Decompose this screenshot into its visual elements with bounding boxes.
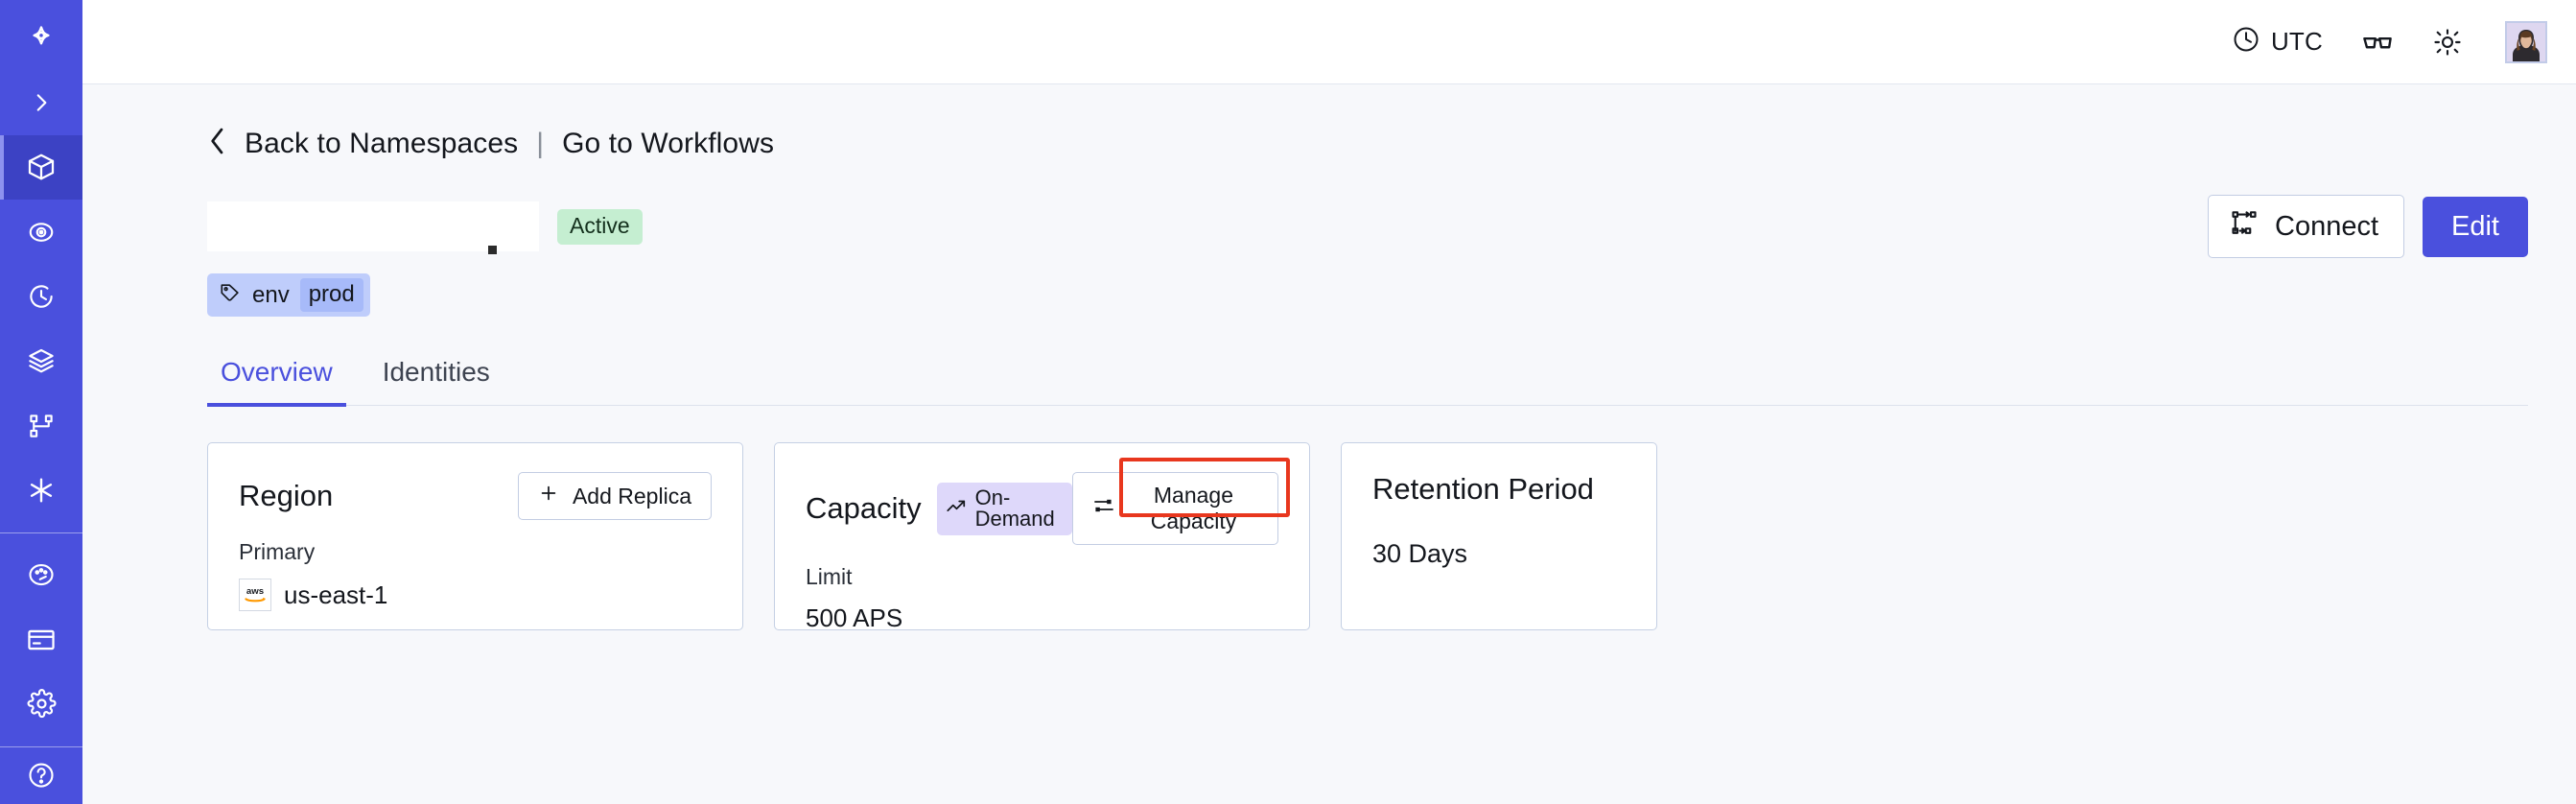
sidebar-item-history[interactable] bbox=[0, 264, 82, 328]
chevron-left-icon[interactable] bbox=[207, 126, 228, 161]
sidebar-item-help[interactable] bbox=[0, 747, 82, 804]
logo-icon[interactable] bbox=[0, 0, 82, 70]
glasses-icon[interactable] bbox=[2361, 26, 2394, 59]
add-replica-button[interactable]: Add Replica bbox=[517, 472, 712, 520]
edit-button[interactable]: Edit bbox=[2423, 196, 2528, 257]
timezone-label: UTC bbox=[2270, 27, 2323, 56]
tag-list: env prod bbox=[207, 273, 2528, 317]
sidebar-item-integrations[interactable] bbox=[0, 458, 82, 522]
tag-chip-env[interactable]: env prod bbox=[207, 273, 370, 317]
capacity-card: Capacity On-Demand bbox=[774, 442, 1310, 632]
breadcrumb: Back to Namespaces | Go to Workflows bbox=[207, 126, 2528, 161]
top-bar: UTC bbox=[82, 0, 2576, 84]
main-area: UTC bbox=[82, 0, 2576, 804]
capacity-card-header: Capacity On-Demand bbox=[806, 472, 1278, 545]
region-value: us-east-1 bbox=[284, 579, 388, 609]
connect-button[interactable]: Connect bbox=[2208, 195, 2405, 258]
capacity-value: 500 APS bbox=[806, 603, 903, 632]
namespace-name bbox=[207, 201, 539, 251]
manage-capacity-label: Manage Capacity bbox=[1150, 483, 1237, 533]
region-primary-label: Primary bbox=[239, 539, 316, 564]
avatar[interactable] bbox=[2505, 20, 2547, 63]
overview-cards: Region Add Replica Primary bbox=[207, 442, 2528, 632]
tag-value: prod bbox=[299, 278, 363, 312]
sidebar-item-settings[interactable] bbox=[0, 672, 82, 736]
timezone-selector[interactable]: UTC bbox=[2232, 25, 2323, 59]
tab-identities[interactable]: Identities bbox=[382, 357, 490, 387]
expand-icon[interactable] bbox=[0, 70, 82, 134]
capacity-card-title: Capacity bbox=[806, 491, 922, 525]
go-to-workflows-link[interactable]: Go to Workflows bbox=[562, 127, 775, 159]
header-actions: Connect Edit bbox=[2208, 195, 2528, 258]
tag-key: env bbox=[252, 281, 290, 308]
aws-icon: aws bbox=[239, 579, 271, 611]
namespace-header: Active bbox=[207, 195, 2528, 258]
svg-text:aws: aws bbox=[246, 586, 264, 597]
retention-card-title: Retention Period bbox=[1372, 472, 1594, 506]
plus-icon bbox=[538, 483, 559, 509]
theme-toggle-sun-icon[interactable] bbox=[2432, 27, 2463, 58]
tab-bar: Overview Identities bbox=[207, 357, 2528, 407]
retention-card-header: Retention Period bbox=[1372, 472, 1626, 507]
breadcrumb-separator: | bbox=[536, 127, 545, 159]
add-replica-label: Add Replica bbox=[572, 483, 691, 508]
region-card: Region Add Replica Primary bbox=[207, 442, 743, 630]
on-demand-label: On-Demand bbox=[974, 485, 1055, 531]
sidebar-item-layers[interactable] bbox=[0, 329, 82, 393]
sidebar-divider-bottom bbox=[0, 745, 82, 747]
manage-capacity-button[interactable]: Manage Capacity bbox=[1071, 472, 1278, 545]
retention-card: Retention Period 30 Days bbox=[1341, 442, 1657, 630]
back-to-namespaces-link[interactable]: Back to Namespaces bbox=[245, 127, 519, 159]
connect-icon bbox=[2230, 208, 2259, 245]
clock-icon bbox=[2232, 25, 2260, 59]
sidebar-item-workflows[interactable] bbox=[0, 393, 82, 458]
sidebar-item-namespaces[interactable] bbox=[0, 134, 82, 201]
region-card-title: Region bbox=[239, 479, 334, 512]
sliders-icon bbox=[1092, 494, 1115, 523]
status-badge: Active bbox=[557, 208, 643, 245]
sidebar-item-observability[interactable] bbox=[0, 200, 82, 264]
connect-label: Connect bbox=[2275, 210, 2379, 242]
region-value-row: aws us-east-1 bbox=[239, 579, 712, 611]
retention-value: 30 Days bbox=[1372, 539, 1468, 568]
tag-icon bbox=[219, 281, 242, 309]
sidebar-item-usage[interactable] bbox=[0, 543, 82, 607]
sidebar-divider-top bbox=[0, 532, 82, 533]
region-card-header: Region Add Replica bbox=[239, 472, 712, 520]
trending-up-icon bbox=[946, 496, 967, 521]
sidebar-item-billing[interactable] bbox=[0, 607, 82, 672]
tab-overview[interactable]: Overview bbox=[207, 357, 346, 407]
capacity-limit-label: Limit bbox=[806, 564, 853, 589]
namespace-name-ellipsis bbox=[488, 245, 497, 254]
sidebar bbox=[0, 0, 82, 804]
on-demand-badge: On-Demand bbox=[936, 482, 1072, 535]
content-area: Back to Namespaces | Go to Workflows Act… bbox=[82, 84, 2576, 804]
